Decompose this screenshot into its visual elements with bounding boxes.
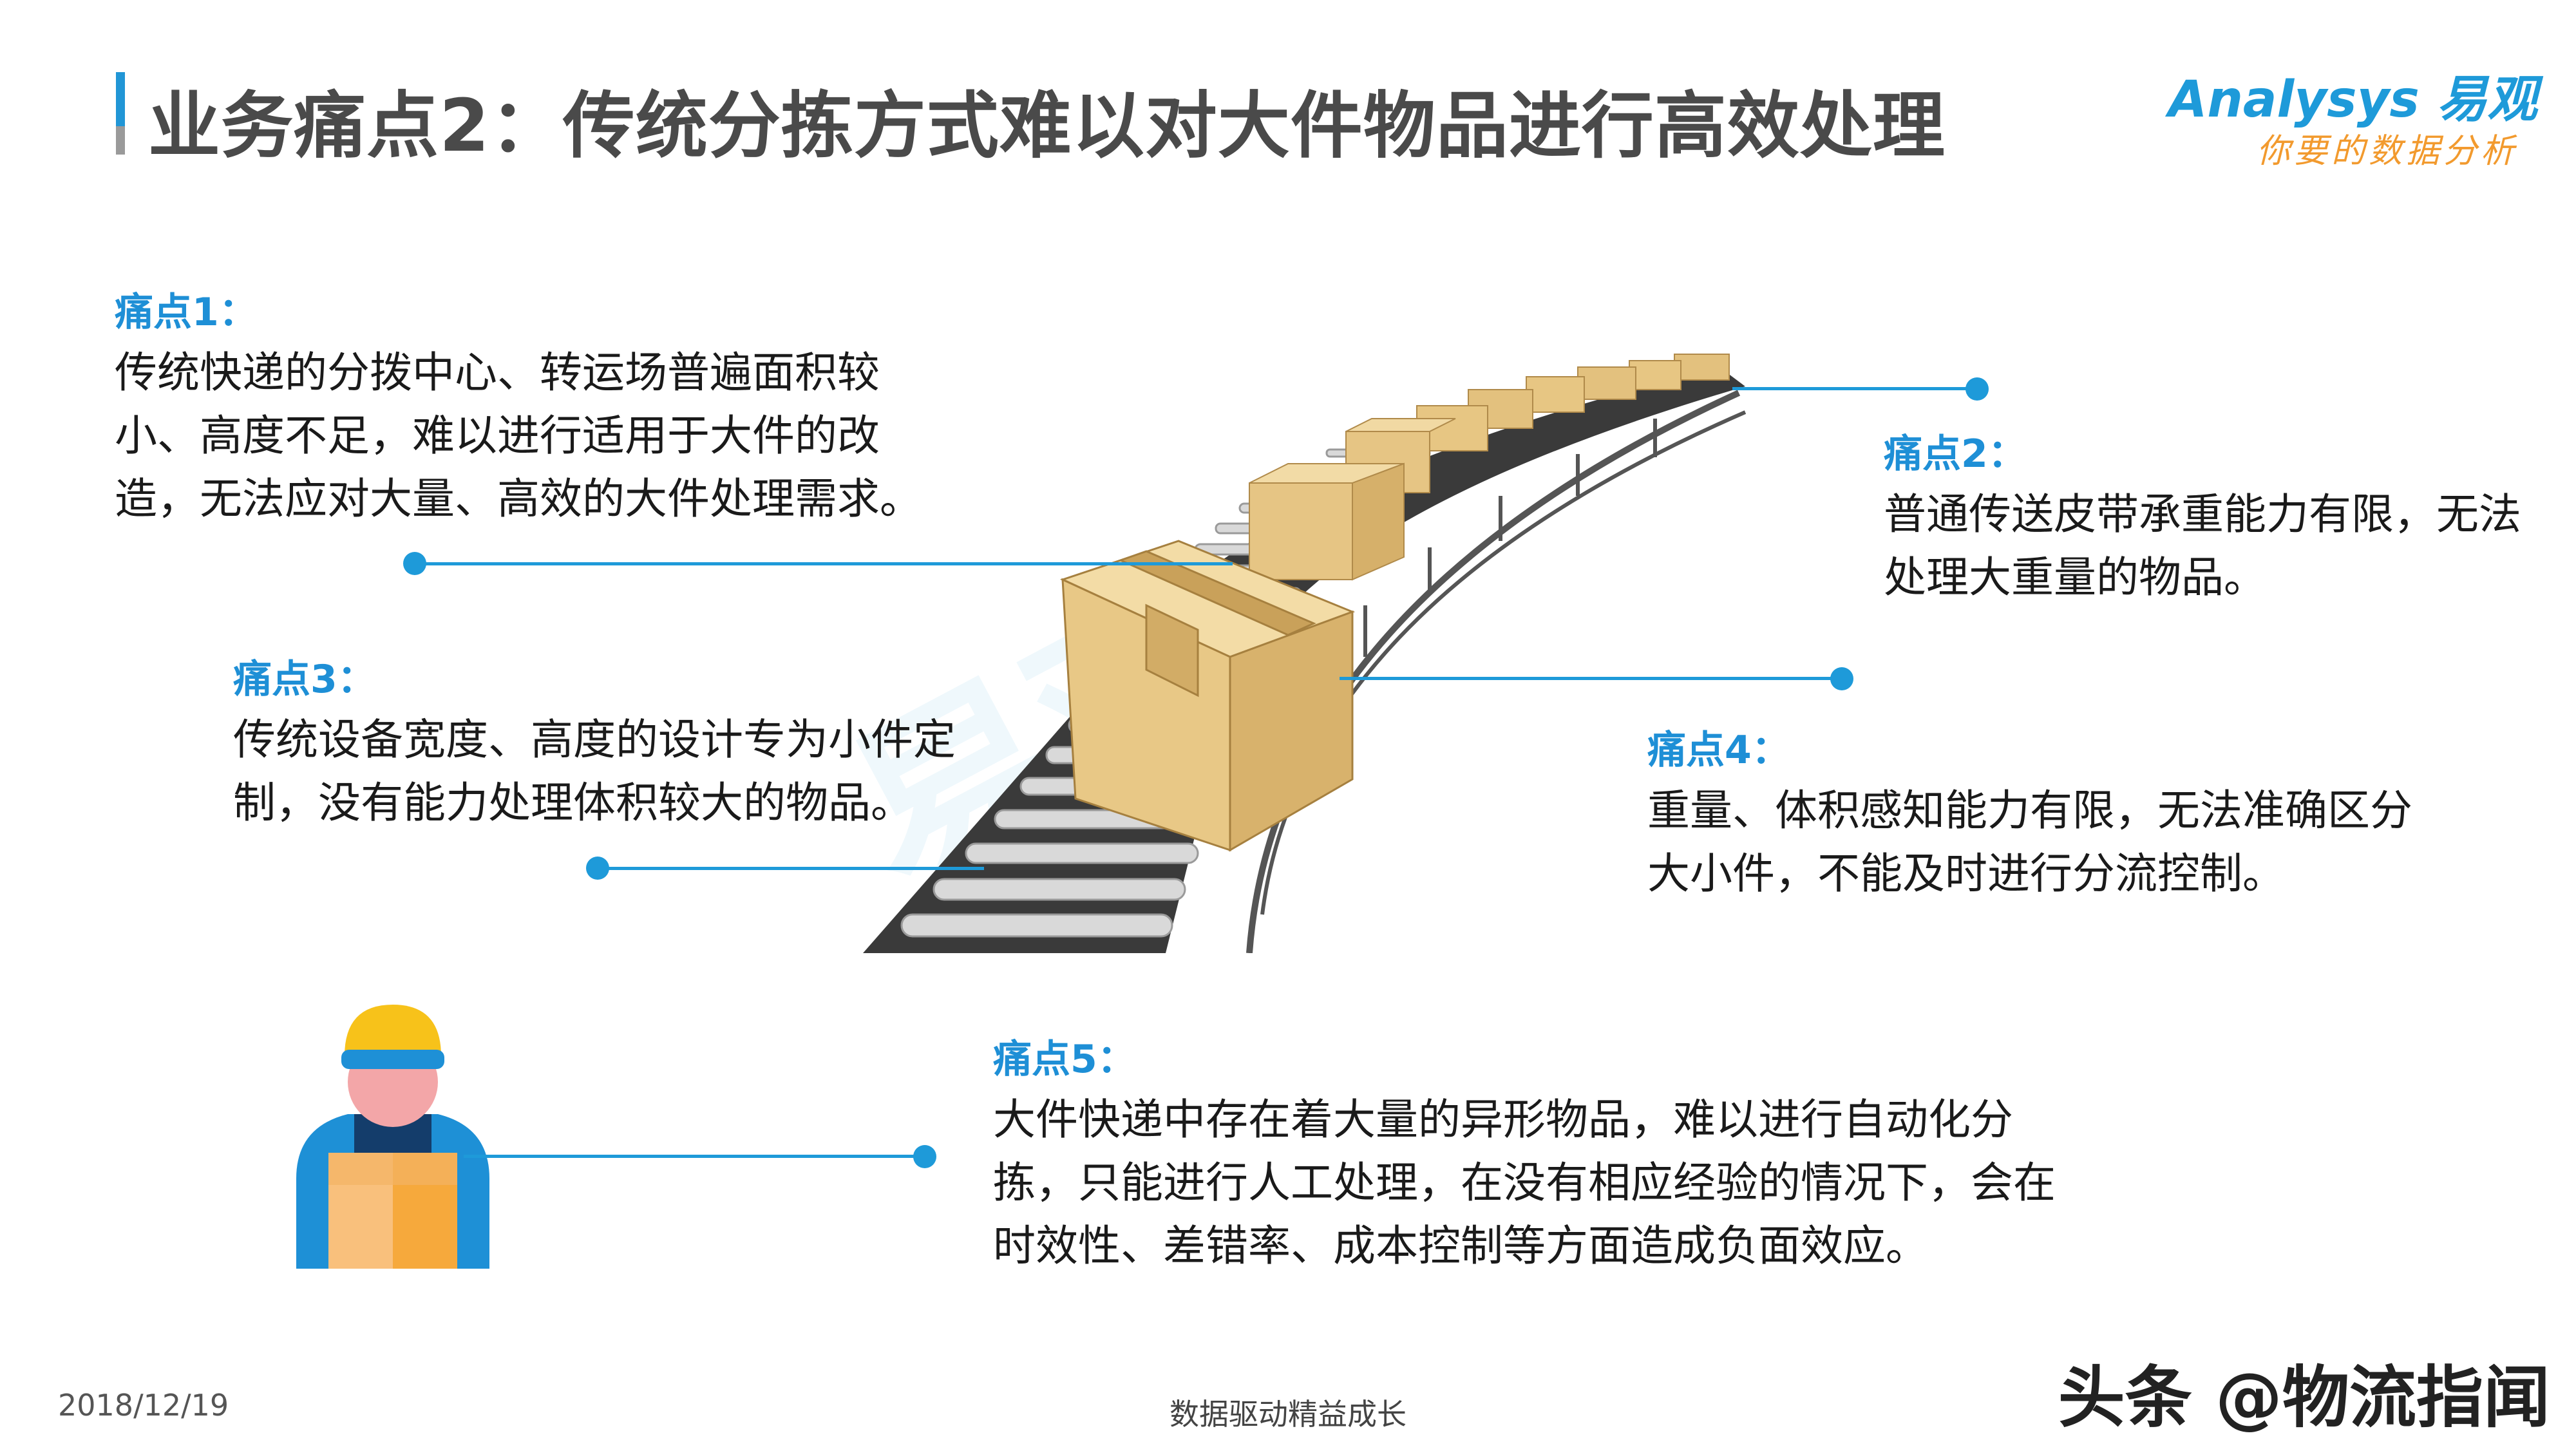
pain-point-4-leader — [1340, 677, 1842, 680]
pain-point-2-leader — [1732, 387, 1977, 390]
pain-point-1-leader — [415, 562, 1233, 565]
logo-brand: Analysys 易观 — [2168, 71, 2537, 129]
pain-point-4: 痛点4： 重量、体积感知能力有限，无法准确区分大小件，不能及时进行分流控制。 — [1647, 721, 2420, 905]
title-accent-bar-gray — [116, 126, 125, 155]
pain-point-5: 痛点5： 大件快递中存在着大量的异形物品，难以进行自动化分拣，只能进行人工处理，… — [993, 1030, 2088, 1278]
pain-point-2-title: 痛点2： — [1884, 431, 2027, 477]
pain-point-3: 痛点3： 传统设备宽度、高度的设计专为小件定制，没有能力处理体积较大的物品。 — [233, 650, 1006, 835]
pain-point-1: 痛点1： 传统快递的分拨中心、转运场普遍面积较小、高度不足，难以进行适用于大件的… — [115, 283, 952, 531]
page-title: 业务痛点2：传统分拣方式难以对大件物品进行高效处理 — [148, 84, 1946, 168]
pain-point-5-title: 痛点5： — [993, 1037, 1136, 1082]
logo-slogan: 你要的数据分析 — [2256, 132, 2518, 171]
pain-point-5-text: 大件快递中存在着大量的异形物品，难以进行自动化分拣，只能进行人工处理，在没有相应… — [993, 1095, 2056, 1271]
pain-point-3-leader — [598, 867, 984, 870]
pain-point-1-text: 传统快递的分拨中心、转运场普遍面积较小、高度不足，难以进行适用于大件的改造，无法… — [115, 348, 922, 524]
pain-point-4-text: 重量、体积感知能力有限，无法准确区分大小件，不能及时进行分流控制。 — [1647, 786, 2412, 898]
pain-point-2-text: 普通传送皮带承重能力有限，无法处理大重量的物品。 — [1884, 489, 2521, 602]
footer-date: 2018/12/19 — [58, 1388, 229, 1423]
footer-slogan: 数据驱动精益成长 — [1170, 1397, 1406, 1432]
pain-point-4-dot — [1830, 667, 1853, 690]
pain-point-5-leader — [464, 1155, 927, 1158]
pain-point-5-dot — [913, 1145, 936, 1168]
pain-point-2-dot — [1965, 377, 1989, 401]
pain-point-4-title: 痛点4： — [1647, 728, 1790, 773]
pain-point-1-title: 痛点1： — [115, 290, 258, 335]
pain-point-3-title: 痛点3： — [233, 657, 376, 702]
source-credit: 头条 @物流指闻 — [2058, 1358, 2550, 1437]
conveyor-belt-illustration — [863, 354, 1747, 953]
delivery-worker-icon — [296, 1005, 489, 1269]
pain-point-2: 痛点2： 普通传送皮带承重能力有限，无法处理大重量的物品。 — [1884, 425, 2528, 609]
analysys-logo: Analysys 易观 你要的数据分析 — [2168, 59, 2537, 171]
pain-point-3-text: 传统设备宽度、高度的设计专为小件定制，没有能力处理体积较大的物品。 — [233, 715, 956, 828]
